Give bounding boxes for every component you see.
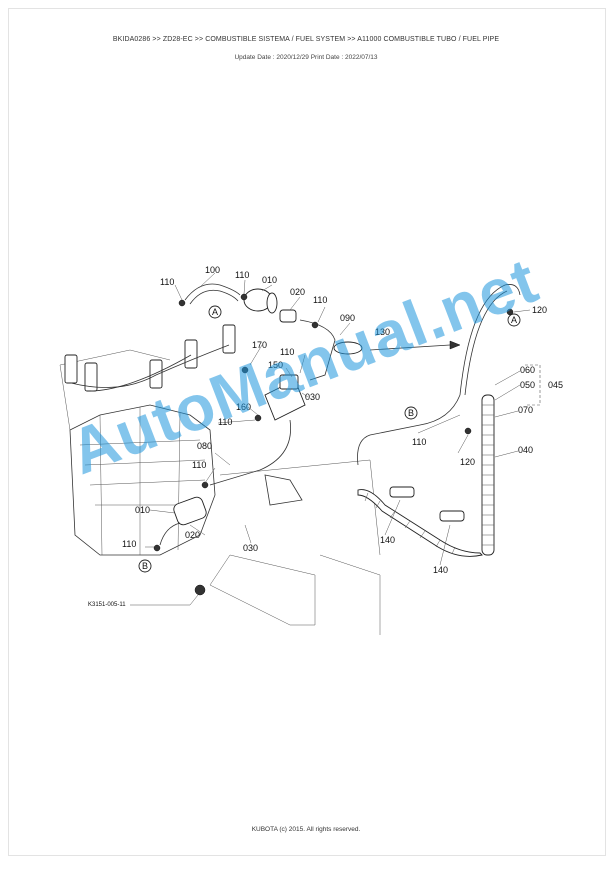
view-label: A	[212, 307, 218, 317]
callout: 030	[305, 392, 320, 402]
callout-labels: 110 100 110 010 020 110 090 130 170 150 …	[122, 265, 563, 575]
callout: 010	[262, 275, 277, 285]
leader-lines	[145, 272, 531, 566]
date-line: Update Date : 2020/12/29 Print Date : 20…	[234, 54, 378, 61]
view-markers: A A B B	[138, 305, 521, 573]
pump-bracket	[209, 366, 381, 556]
callout: 120	[532, 305, 547, 315]
callout: 030	[243, 543, 258, 553]
footer-copyright: KUBOTA (c) 2015. All rights reserved.	[251, 826, 361, 833]
callout: 110	[192, 460, 206, 470]
callout: 110	[160, 277, 174, 287]
callout: 140	[380, 535, 395, 545]
view-label: A	[511, 315, 517, 325]
callout: 110	[280, 347, 294, 357]
callout: 090	[340, 313, 355, 323]
figure-code: K3151-005-11	[88, 602, 126, 608]
view-label: B	[142, 561, 148, 571]
lower-fuel-filter	[153, 481, 209, 552]
callout: 170	[252, 340, 267, 350]
callout: 020	[185, 530, 200, 540]
callout: 110	[235, 270, 249, 280]
callout: 150	[268, 360, 283, 370]
view-label: B	[408, 408, 414, 418]
callout: 110	[313, 295, 327, 305]
right-fuel-pipe	[357, 284, 541, 557]
callout: 045	[548, 380, 563, 390]
document-page	[8, 8, 606, 856]
callout: 080	[197, 441, 212, 451]
callout: 110	[122, 539, 136, 549]
callout: 010	[135, 505, 150, 515]
breadcrumb: BKIDA0286 >> ZD28-EC >> COMBUSTIBLE SIST…	[112, 36, 500, 43]
callout: 060	[520, 365, 535, 375]
callout: 120	[460, 457, 475, 467]
callout: 130	[375, 327, 390, 337]
callout: 110	[412, 437, 426, 447]
frame-panel	[130, 554, 381, 635]
callout: 050	[520, 380, 535, 390]
callout: 140	[433, 565, 448, 575]
callout: 070	[518, 405, 533, 415]
callout: 020	[290, 287, 305, 297]
injector-rail	[64, 324, 236, 392]
callout: 040	[518, 445, 533, 455]
callout: 110	[218, 417, 232, 427]
upper-fuel-filter	[178, 283, 336, 381]
callout: 160	[236, 402, 251, 412]
hose-clamp	[333, 340, 461, 355]
fuel-pipe-diagram: 110 100 110 010 020 110 090 130 170 150 …	[59, 265, 563, 635]
callout: 100	[205, 265, 220, 275]
engine-block	[59, 349, 216, 556]
